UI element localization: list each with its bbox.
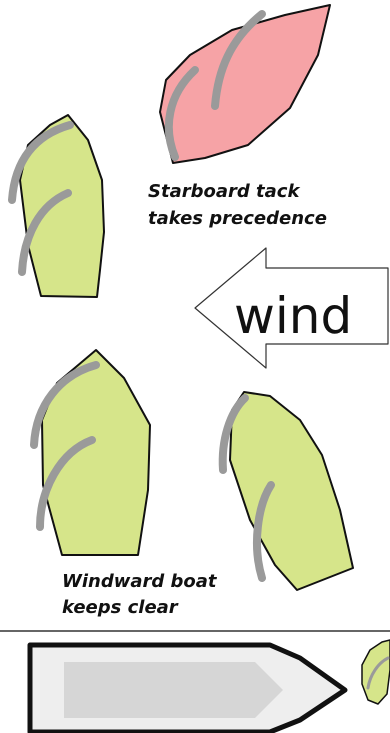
wind-arrow: wind (195, 248, 388, 368)
motorboat-deck (64, 662, 283, 718)
starboard-tack-boat (160, 5, 330, 163)
leeward-boat-hull (230, 392, 353, 590)
caption-starboard-line2: takes precedence (148, 208, 327, 229)
motorboat (30, 645, 345, 732)
caption-starboard-line1: Starboard tack (148, 181, 300, 202)
caption-windward-line1: Windward boat (62, 571, 218, 592)
small-sailboat-hull (362, 640, 390, 704)
windward-boat (34, 350, 150, 555)
port-tack-boat (12, 115, 104, 297)
caption-windward-line2: keeps clear (62, 597, 179, 618)
small-sailboat (362, 640, 390, 704)
windward-boat-hull (42, 350, 150, 555)
wind-label: wind (234, 287, 352, 345)
leeward-boat (223, 392, 353, 590)
